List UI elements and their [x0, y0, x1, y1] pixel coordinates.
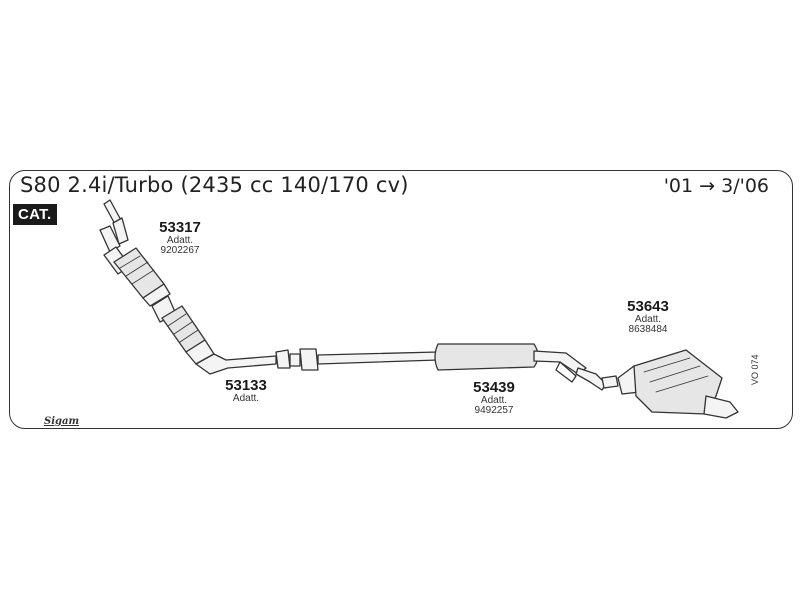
diagram-frame	[9, 170, 793, 429]
part-number: 53439	[473, 379, 515, 396]
cat-badge: CAT.	[13, 204, 58, 225]
front-pipe-part	[151, 295, 319, 375]
rear-silencer-part	[575, 349, 739, 419]
part-number: 53317	[159, 219, 201, 236]
part-note: Adatt.	[480, 394, 508, 406]
part-note: Adatt.	[634, 313, 662, 325]
part-code: 8638484	[628, 324, 668, 336]
brand-logo: Sigam	[44, 416, 80, 427]
manifold-catalyst-part	[99, 199, 171, 307]
date-range-label: '01 → 3/'06	[663, 175, 769, 197]
part-number: 53643	[627, 298, 669, 315]
part-code: 9492257	[474, 405, 514, 417]
part-code: 9202267	[160, 245, 200, 257]
center-muffler-part	[317, 343, 587, 383]
part-label-53133: 53133 Adatt.	[216, 378, 276, 404]
part-note: Adatt.	[166, 234, 194, 246]
part-label-53643: 53643 Adatt. 8638484	[618, 299, 678, 336]
part-note: Adatt.	[232, 392, 260, 404]
part-label-53439: 53439 Adatt. 9492257	[464, 380, 524, 417]
side-code: VO 074	[750, 354, 760, 385]
part-label-53317: 53317 Adatt. 9202267	[150, 220, 210, 257]
part-number: 53133	[225, 377, 267, 394]
page-title: S80 2.4i/Turbo (2435 cc 140/170 cv)	[20, 173, 409, 197]
